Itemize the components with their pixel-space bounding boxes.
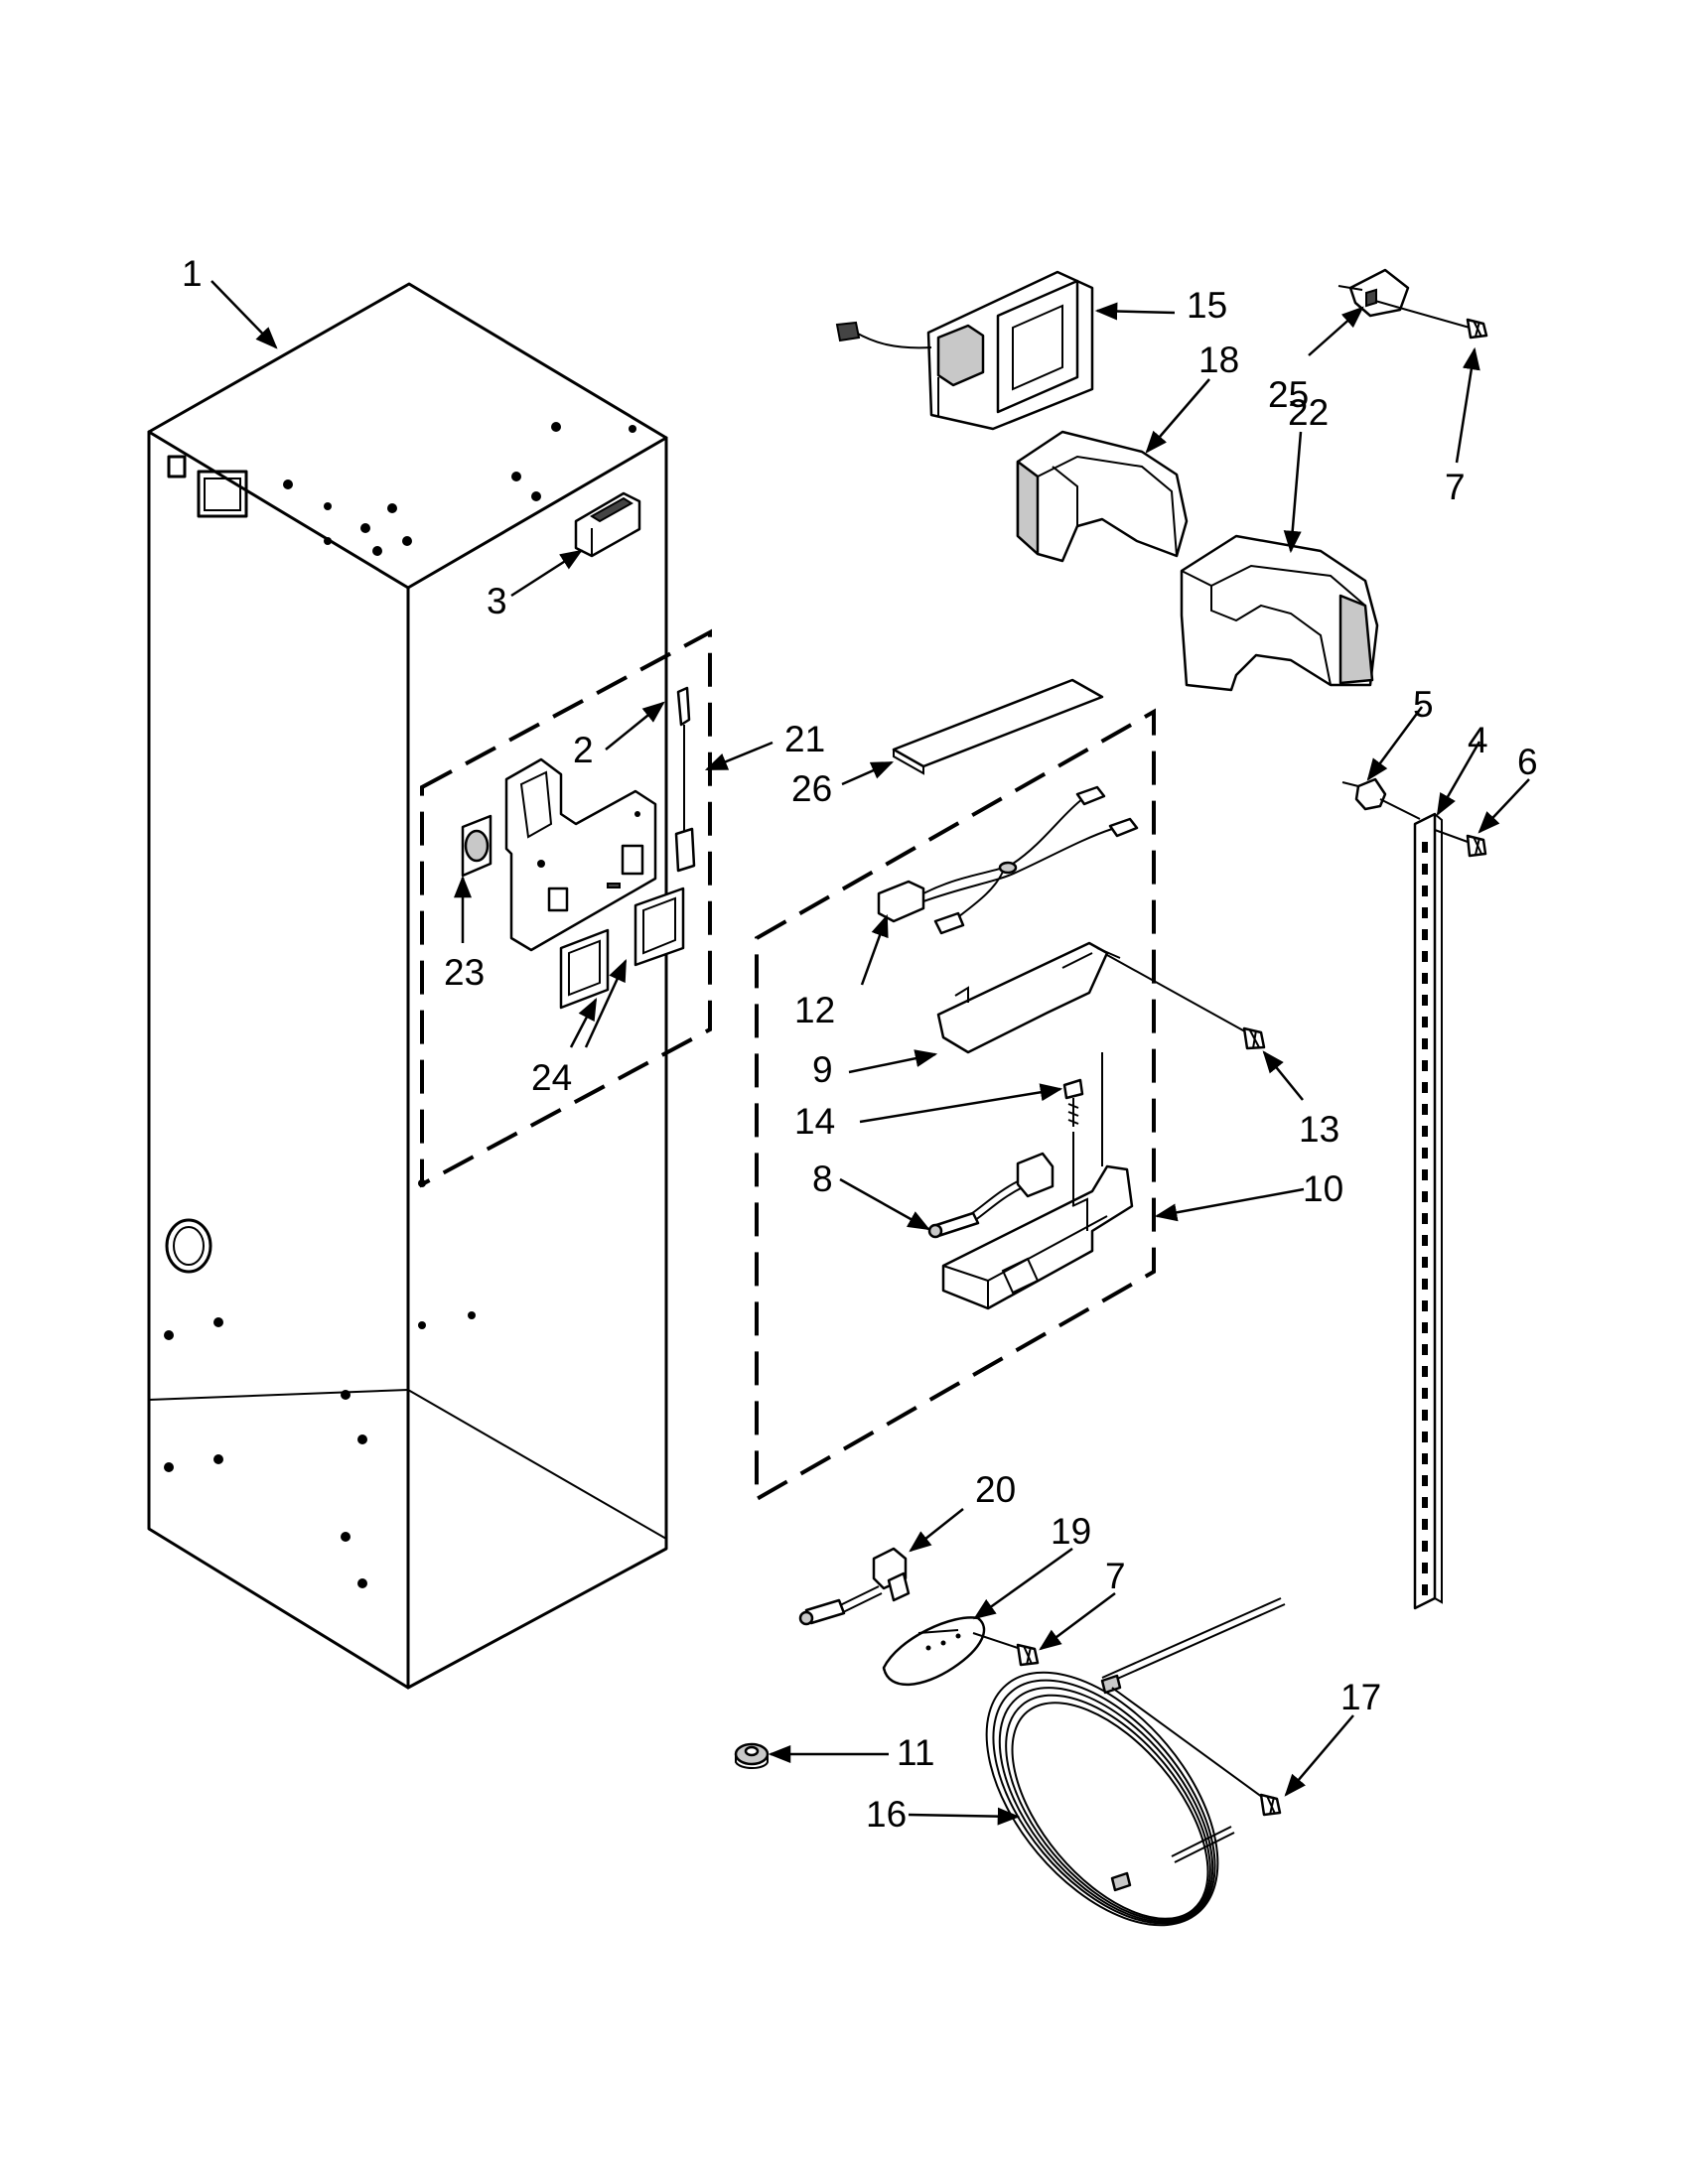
callout-8: 8 xyxy=(812,1159,833,1199)
part-11-washer xyxy=(734,1742,770,1769)
callout-24: 24 xyxy=(531,1057,572,1098)
callout-20: 20 xyxy=(975,1469,1016,1510)
strip-slot xyxy=(1422,1519,1428,1530)
strip-slot xyxy=(1422,1453,1428,1464)
part-3-switch xyxy=(574,491,641,558)
part-7-screw-top xyxy=(1466,318,1488,340)
strip-slot xyxy=(1422,1475,1428,1486)
strip-slot xyxy=(1422,1300,1428,1311)
part-10-housing xyxy=(941,1052,1134,1310)
callout-23: 23 xyxy=(444,952,485,993)
strip-slot xyxy=(1422,1257,1428,1268)
part-22-shroud xyxy=(1180,534,1379,692)
part-23-knob xyxy=(461,814,492,878)
strip-slot xyxy=(1422,1126,1428,1137)
part-12-harness xyxy=(877,785,1139,935)
part-2-wire xyxy=(674,686,696,873)
part-26-strip xyxy=(892,678,1104,775)
control-group-21 xyxy=(420,628,712,1188)
strip-slot xyxy=(1422,1060,1428,1071)
part-18-shroud xyxy=(1016,430,1189,563)
strip-slot xyxy=(1422,907,1428,918)
callout-labels: 1 2 3 4 5 6 7 7 8 9 10 11 12 13 14 15 16… xyxy=(182,253,1538,1835)
strip-slot xyxy=(1422,951,1428,962)
callout-5: 5 xyxy=(1413,684,1434,725)
callout-21: 21 xyxy=(784,719,825,759)
callout-11: 11 xyxy=(897,1732,934,1773)
callout-14: 14 xyxy=(794,1101,835,1142)
part-5-clip xyxy=(1341,777,1421,820)
callout-9: 9 xyxy=(812,1049,833,1090)
strip-slot xyxy=(1422,1497,1428,1508)
strip-slot xyxy=(1422,995,1428,1006)
callout-3: 3 xyxy=(487,581,507,621)
leader-lines xyxy=(211,280,1530,1826)
part-8-sensor xyxy=(927,1152,1055,1239)
part-6-screw xyxy=(1434,829,1487,858)
strip-slot xyxy=(1422,1344,1428,1355)
part-24-buttons xyxy=(559,887,685,1010)
callout-13: 13 xyxy=(1299,1109,1339,1150)
strip-slot xyxy=(1422,1322,1428,1333)
part-4-strip xyxy=(1413,812,1443,1610)
callout-1: 1 xyxy=(182,253,203,294)
strip-slot xyxy=(1422,929,1428,940)
strip-slot xyxy=(1422,1388,1428,1399)
strip-slot xyxy=(1422,1432,1428,1442)
cabinet-liner xyxy=(147,282,668,1690)
part-9-cover xyxy=(936,941,1262,1054)
callout-19: 19 xyxy=(1051,1511,1091,1552)
strip-slot xyxy=(1422,1104,1428,1115)
part-4-slots xyxy=(1422,842,1428,1595)
strip-slot xyxy=(1422,1410,1428,1421)
strip-slot xyxy=(1422,864,1428,875)
callout-10: 10 xyxy=(1303,1168,1343,1209)
callout-12: 12 xyxy=(794,990,835,1030)
callout-15: 15 xyxy=(1187,285,1227,326)
callout-17: 17 xyxy=(1340,1677,1381,1717)
strip-slot xyxy=(1422,886,1428,896)
strip-slot xyxy=(1422,1017,1428,1027)
callout-18: 18 xyxy=(1198,340,1239,380)
strip-slot xyxy=(1422,1279,1428,1290)
part-14-screw xyxy=(1062,1078,1084,1127)
strip-slot xyxy=(1422,1169,1428,1180)
strip-slot xyxy=(1422,1584,1428,1595)
callout-2: 2 xyxy=(573,730,594,770)
part-19-cover xyxy=(882,1616,1019,1687)
callout-16: 16 xyxy=(866,1794,907,1835)
part-20-sensor xyxy=(798,1547,911,1626)
strip-slot xyxy=(1422,1082,1428,1093)
strip-slot xyxy=(1422,842,1428,853)
strip-slot xyxy=(1422,1563,1428,1573)
part-25-bracket xyxy=(1337,268,1471,329)
callout-22: 22 xyxy=(1288,392,1329,433)
part-17-screw xyxy=(1259,1793,1282,1817)
callout-7-top: 7 xyxy=(1445,467,1466,507)
strip-slot xyxy=(1422,1148,1428,1159)
strip-slot xyxy=(1422,973,1428,984)
callout-25: 25 xyxy=(1268,374,1309,415)
part-15-light-assembly xyxy=(835,270,1094,431)
strip-slot xyxy=(1422,1541,1428,1552)
strip-slot xyxy=(1422,1038,1428,1049)
group-10-box xyxy=(755,708,1156,1503)
callout-4: 4 xyxy=(1468,720,1488,760)
strip-slot xyxy=(1422,1191,1428,1202)
part-7-screw-lower xyxy=(1016,1643,1040,1667)
callout-7-lower: 7 xyxy=(1105,1556,1126,1596)
part-16-tubing xyxy=(985,1597,1286,1927)
part-13-screw xyxy=(1242,1026,1266,1050)
strip-slot xyxy=(1422,1213,1428,1224)
callout-26: 26 xyxy=(791,768,832,809)
strip-slot xyxy=(1422,1366,1428,1377)
callout-6: 6 xyxy=(1517,742,1538,782)
strip-slot xyxy=(1422,1235,1428,1246)
